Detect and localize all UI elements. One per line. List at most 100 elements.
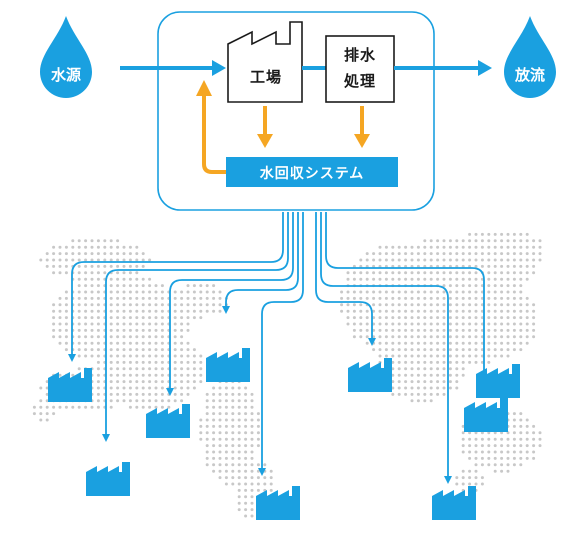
map-dot <box>474 482 478 486</box>
map-dot <box>474 264 478 268</box>
map-dot <box>468 450 472 454</box>
map-dot <box>186 386 190 390</box>
map-dot <box>141 335 145 339</box>
map-dot <box>512 252 516 256</box>
map-dot <box>244 431 248 435</box>
map-dot <box>532 309 536 313</box>
map-dot <box>480 482 484 486</box>
map-dot <box>506 271 510 275</box>
map-dot <box>397 271 401 275</box>
map-dot <box>493 239 497 243</box>
map-dot <box>391 245 395 249</box>
map-dot <box>77 264 81 268</box>
map-dot <box>429 386 433 390</box>
map-dot <box>480 437 484 441</box>
map-dot <box>493 245 497 249</box>
map-dot <box>109 245 113 249</box>
map-dot <box>500 309 504 313</box>
treatment-label-line1: 排水 <box>343 46 376 64</box>
map-dot <box>205 296 209 300</box>
map-dot <box>256 463 260 467</box>
map-dot <box>103 252 107 256</box>
map-dot <box>404 290 408 294</box>
map-dot <box>474 258 478 262</box>
map-dot <box>250 463 254 467</box>
map-dot <box>404 328 408 332</box>
map-dot <box>410 373 414 377</box>
map-dot <box>148 290 152 294</box>
map-dot <box>173 309 177 313</box>
map-dot <box>474 239 478 243</box>
map-dot <box>359 258 363 262</box>
map-dot <box>429 258 433 262</box>
map-dot <box>237 469 241 473</box>
map-dot <box>148 309 152 313</box>
map-dot <box>135 296 139 300</box>
map-dot <box>448 284 452 288</box>
map-dot <box>493 322 497 326</box>
map-dot <box>64 328 68 332</box>
map-dot <box>378 348 382 352</box>
map-dot <box>436 328 440 332</box>
map-dot <box>52 335 56 339</box>
map-dot <box>512 450 516 454</box>
map-dot <box>519 258 523 262</box>
map-dot <box>429 360 433 364</box>
map-dot <box>135 373 139 377</box>
map-dot <box>352 322 356 326</box>
map-dot <box>416 309 420 313</box>
map-dot <box>135 290 139 294</box>
map-dot <box>77 354 81 358</box>
map-dot <box>442 277 446 281</box>
map-dot <box>237 476 241 480</box>
map-dot <box>410 252 414 256</box>
map-dot <box>218 399 222 403</box>
map-dot <box>109 335 113 339</box>
map-dot <box>77 284 81 288</box>
map-dot <box>538 258 542 262</box>
map-dot <box>160 405 164 409</box>
map-dot <box>468 482 472 486</box>
map-dot <box>205 437 209 441</box>
map-dot <box>442 386 446 390</box>
map-dot <box>116 328 120 332</box>
map-dot <box>77 303 81 307</box>
map-dot <box>244 469 248 473</box>
map-dot <box>410 290 414 294</box>
map-dot <box>378 309 382 313</box>
map-dot <box>109 341 113 345</box>
map-dot <box>416 373 420 377</box>
map-dot <box>532 252 536 256</box>
map-dot <box>493 264 497 268</box>
map-dot <box>429 252 433 256</box>
map-dot <box>442 271 446 275</box>
map-dot <box>77 296 81 300</box>
map-dot <box>64 316 68 320</box>
map-dot <box>448 303 452 307</box>
map-dot <box>442 316 446 320</box>
map-dot <box>512 309 516 313</box>
map-dot <box>109 348 113 352</box>
map-dot <box>448 322 452 326</box>
map-dot <box>468 476 472 480</box>
map-dot <box>416 322 420 326</box>
map-dot <box>218 405 222 409</box>
map-dot <box>512 239 516 243</box>
map-dot <box>365 296 369 300</box>
map-dot <box>116 303 120 307</box>
map-dot <box>64 258 68 262</box>
map-dot <box>384 335 388 339</box>
map-dot <box>58 373 62 377</box>
map-dot <box>404 360 408 364</box>
factory-icon <box>256 486 300 520</box>
map-dot <box>90 284 94 288</box>
map-dot <box>199 354 203 358</box>
map-dot <box>397 386 401 390</box>
map-dot <box>167 405 171 409</box>
map-dot <box>378 322 382 326</box>
water-source-label: 水源 <box>50 66 81 84</box>
map-dot <box>237 482 241 486</box>
map-dot <box>397 252 401 256</box>
map-dot <box>506 264 510 268</box>
distribution-line <box>315 212 376 346</box>
